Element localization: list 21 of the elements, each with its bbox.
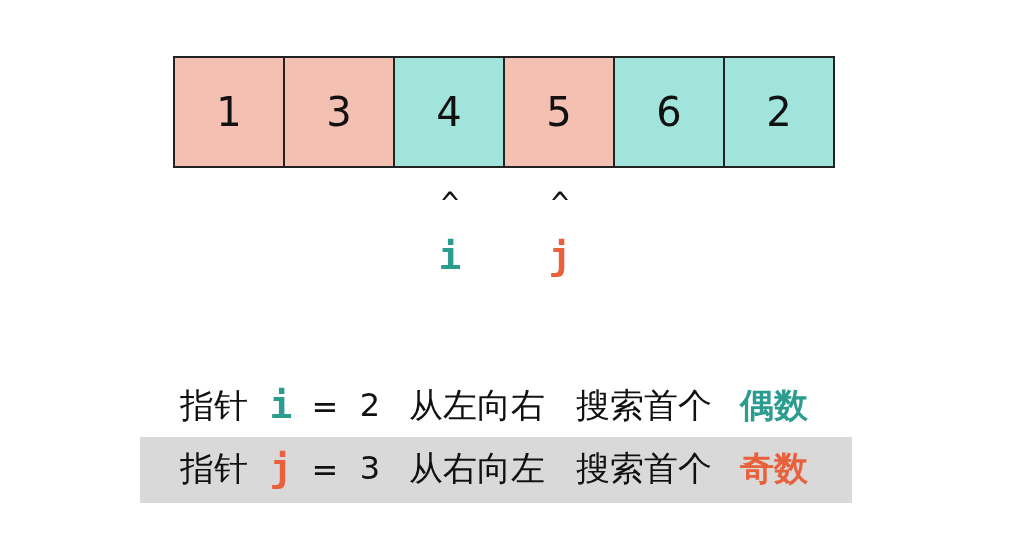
equals-sign: = xyxy=(311,391,339,423)
equals-sign: = xyxy=(311,454,339,486)
direction-text: 从右向左 xyxy=(409,451,545,485)
array-cell: 3 xyxy=(283,56,395,168)
highlight-band xyxy=(140,437,852,503)
value-number: 2 xyxy=(359,389,381,421)
array-cell: 1 xyxy=(173,56,285,168)
array-cell: 5 xyxy=(503,56,615,168)
caret: ^ xyxy=(440,189,460,219)
caret: ^ xyxy=(550,189,570,219)
pointer-word: 指针 xyxy=(180,451,248,485)
pointer-letter: j xyxy=(548,237,572,275)
array-cell: 2 xyxy=(723,56,835,168)
search-text: 搜索首个 xyxy=(576,451,712,485)
pointer-letter: i xyxy=(269,386,293,424)
pointer-letter: j xyxy=(269,449,293,487)
pointer-letter: i xyxy=(438,237,462,275)
array-cell: 4 xyxy=(393,56,505,168)
array-cell: 6 xyxy=(613,56,725,168)
value-number: 3 xyxy=(359,452,381,484)
parity-word: 奇数 xyxy=(740,451,808,485)
